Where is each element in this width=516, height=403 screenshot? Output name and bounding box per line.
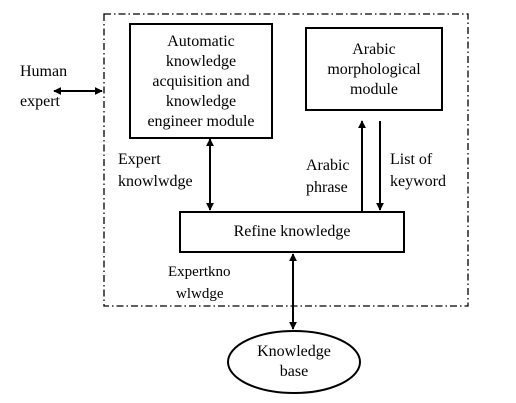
human-expert-label: Human expert — [20, 62, 67, 112]
acquisition-module-box — [129, 23, 273, 139]
knowledge-base-label: Knowledge base — [228, 342, 360, 382]
arabic-phrase-line-2: phrase — [306, 179, 348, 196]
acquisition-line-5: engineer module — [147, 113, 255, 130]
expert-label-line: expert — [20, 93, 60, 110]
acquisition-line-2: knowledge — [165, 53, 237, 70]
list-of-keyword-label: List of keyword — [390, 150, 446, 192]
acquisition-line-1: Automatic — [167, 33, 235, 50]
knowledge-base-line-2: base — [279, 363, 309, 380]
morphological-module-box — [305, 27, 443, 111]
acquisition-line-3: acquisition and — [152, 73, 250, 90]
expert-knowledge-upper-line-2: knowlwdge — [118, 173, 193, 190]
system-boundary — [103, 13, 469, 307]
list-of-keyword-line-1: List of — [390, 151, 433, 168]
expert-knowledge-upper-line-1: Expert — [118, 151, 161, 168]
knowledge-base-ellipse — [227, 330, 361, 394]
arabic-phrase-line-1: Arabic — [306, 157, 350, 174]
expert-knowledge-lower-line-1: Expertkno — [168, 264, 231, 280]
morphological-line-2: morphological — [327, 61, 421, 78]
acquisition-line-4: knowledge — [165, 93, 237, 110]
refine-knowledge-label: Refine knowledge — [233, 223, 351, 240]
expert-knowledge-lower-line-2: wlwdge — [176, 286, 224, 302]
knowledge-base-line-1: Knowledge — [257, 343, 331, 360]
list-of-keyword-line-2: keyword — [390, 173, 446, 190]
refine-knowledge-box — [179, 211, 405, 253]
morphological-line-1: Arabic — [352, 41, 396, 58]
morphological-line-3: module — [350, 81, 398, 98]
morphological-module-label: Arabic morphological module — [306, 40, 442, 100]
arabic-phrase-label: Arabic phrase — [306, 156, 350, 198]
human-label-line: Human — [20, 63, 68, 80]
acquisition-module-label: Automatic knowledge acquisition and know… — [130, 32, 272, 132]
expert-knowledge-upper-label: Expert knowlwdge — [118, 150, 193, 192]
expert-knowledge-lower-label: Expertkno wlwdge — [168, 262, 230, 304]
